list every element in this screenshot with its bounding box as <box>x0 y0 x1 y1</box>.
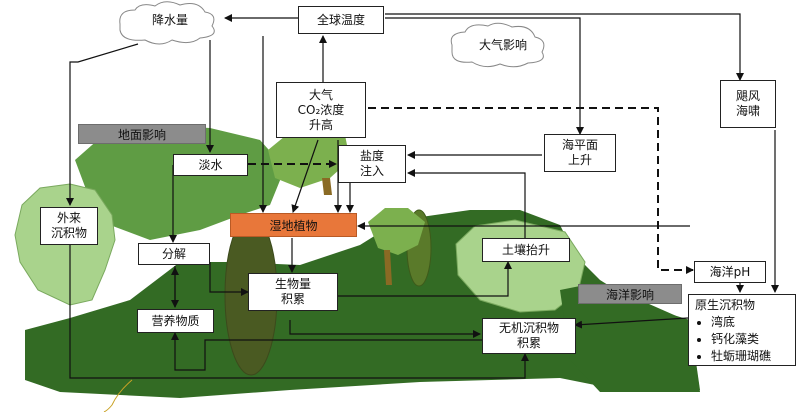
global-temperature-box: 全球温度 <box>298 6 384 34</box>
salinity-box: 盐度 注入 <box>338 145 406 183</box>
root-line <box>103 379 133 412</box>
arrow-biomass-to-inorganic <box>289 320 481 338</box>
arrow-cloud-to-external <box>66 43 139 206</box>
arrow-co2-to-ph-dashed <box>368 107 694 274</box>
arrow-decomp-to-biomass <box>209 262 249 296</box>
inorganic-sediment-box: 无机沉积物 积累 <box>482 318 576 354</box>
mid-green-hill <box>75 125 285 240</box>
arrow-inorganic-to-nutrients <box>171 332 482 371</box>
arrow-temp-to-sealevel <box>385 17 584 135</box>
decomposition-box: 分解 <box>138 243 210 265</box>
mid-tree-canopy <box>368 208 425 255</box>
atmosphere-effect-label: 大气影响 <box>478 38 527 52</box>
arrow-external-to-inorganic <box>69 245 529 379</box>
cloud-precipitation <box>119 1 215 45</box>
ocean-effect-label: 海洋影响 <box>578 284 682 304</box>
sediment-item: 钙化藻类 <box>711 331 789 348</box>
cloud-atmosphere <box>450 22 545 68</box>
sea-level-box: 海平面 上升 <box>544 134 616 172</box>
arrow-group <box>66 13 779 379</box>
sediment-item: 湾底 <box>711 314 789 331</box>
sediment-item: 牡蛎珊瑚礁 <box>711 348 789 365</box>
arrow-co2-to-wetland <box>291 139 319 213</box>
top-tree-canopy <box>268 128 350 188</box>
mid-tree-trunk <box>384 250 392 285</box>
wetland-plants-box: 湿地植物 <box>230 213 357 237</box>
arrow-sediment-to-inorganic <box>574 317 689 329</box>
typhoon-box: 飓风 海啸 <box>720 80 776 128</box>
freshwater-box: 淡水 <box>173 154 248 176</box>
ocean-ph-box: 海洋pH <box>694 261 766 283</box>
precipitation-label: 降水量 <box>151 13 188 27</box>
native-sediment-list: 湾底 钙化藻类 牡蛎珊瑚礁 <box>695 314 789 365</box>
arrow-soil-to-salinity <box>407 169 526 240</box>
native-sediment-title: 原生沉积物 <box>695 298 756 312</box>
biomass-box: 生物量 积累 <box>248 273 338 311</box>
arrow-biomass-to-soil <box>338 261 512 297</box>
right-dark-mound <box>560 282 700 392</box>
external-sediment-box: 外来 沉积物 <box>40 207 98 245</box>
co2-box: 大气 CO₂浓度 升高 <box>276 82 366 138</box>
ground-effect-label: 地面影响 <box>78 124 206 144</box>
top-tree-trunk <box>322 178 332 195</box>
native-sediment-box: 原生沉积物 湾底 钙化藻类 牡蛎珊瑚礁 <box>688 294 796 366</box>
nutrients-box: 营养物质 <box>137 309 214 333</box>
soil-uplift-box: 土壤抬升 <box>482 238 570 262</box>
arrow-temp-to-typhoon <box>385 13 744 81</box>
